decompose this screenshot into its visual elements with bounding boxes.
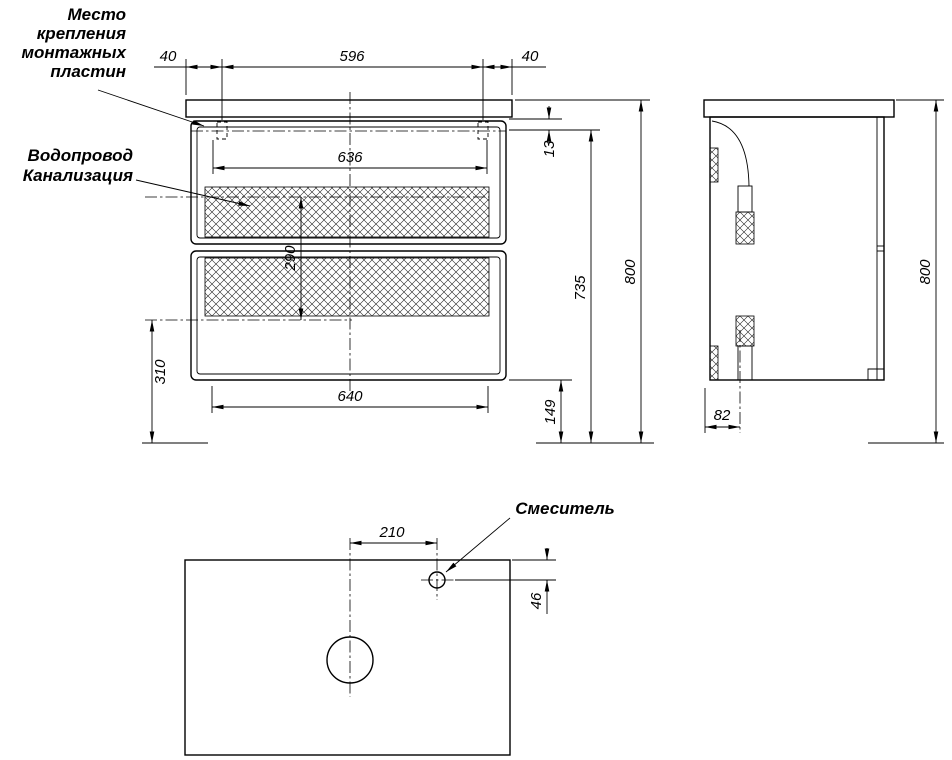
plumbing-leader [135, 179, 251, 207]
mixer-leader [445, 517, 511, 573]
countertop-plan [184, 559, 511, 756]
countertop-side [703, 99, 895, 118]
top-view: 210 46 Смеситель [184, 499, 615, 756]
plumbing-label: Водопровод Канализация [23, 146, 133, 185]
cabinet-side-body [709, 116, 885, 381]
dim-offset-right: 40 [522, 48, 539, 65]
mounting-plates-label-line3: монтажных [21, 43, 127, 62]
pipe-clearance-arc [711, 120, 750, 187]
plumbing-label-line2: Канализация [23, 166, 133, 185]
dim-between-plates: 596 [339, 48, 365, 65]
dim-supply-to-drain: 290 [282, 245, 299, 272]
front-view-dimensions [149, 59, 650, 443]
dim-bottom-clearance: 149 [542, 399, 559, 425]
drawer-2-inner [196, 256, 501, 375]
plumbing-label-line1: Водопровод [28, 146, 133, 165]
dim-inner-width-bottom: 640 [337, 388, 363, 405]
drawer-1-inner [196, 126, 501, 239]
mixer-label: Смеситель [515, 499, 615, 518]
dim-offset-left: 40 [160, 48, 177, 65]
mounting-plates-label: Место крепления монтажных пластин [21, 5, 127, 81]
dim-total-height-side: 800 [917, 259, 934, 285]
drawer-1 [190, 120, 507, 245]
dim-bracket-depth: 82 [714, 407, 731, 424]
dim-drain-to-floor: 310 [152, 359, 169, 385]
siphon-detail-upper [737, 185, 753, 213]
mounting-plates-leader [97, 89, 205, 127]
drawer-2 [190, 250, 507, 381]
water-supply-cutout-hatch [204, 186, 490, 238]
siphon-detail-lower [737, 345, 753, 381]
dim-inner-width-top: 636 [337, 149, 363, 166]
dim-faucet-offset: 210 [378, 524, 405, 541]
mounting-plates-label-line1: Место [67, 5, 126, 24]
mounting-plates-label-line4: пластин [50, 62, 126, 81]
countertop-front [185, 99, 513, 118]
toe-step-detail [867, 368, 884, 380]
side-view-dimensions [704, 99, 944, 444]
dim-plate-height: 735 [572, 275, 589, 301]
mounting-plate-right [477, 121, 489, 140]
mounting-plate-left [216, 121, 228, 140]
wall-bracket-lower [709, 345, 719, 381]
siphon-hatch-lower [735, 315, 755, 347]
dim-plate-drop: 13 [541, 140, 558, 157]
top-view-dimensions [350, 540, 556, 614]
siphon-hatch-upper [735, 211, 755, 245]
dim-total-height-front: 800 [622, 259, 639, 285]
wall-bracket-upper [709, 147, 719, 183]
drain-cutout-hatch [204, 257, 490, 317]
side-view: 82 800 [703, 99, 944, 444]
mounting-plates-label-line2: крепления [37, 24, 126, 43]
dim-faucet-edge-offset: 46 [528, 592, 545, 609]
front-view: 40 596 40 636 13 290 310 640 149 735 800… [21, 5, 654, 444]
